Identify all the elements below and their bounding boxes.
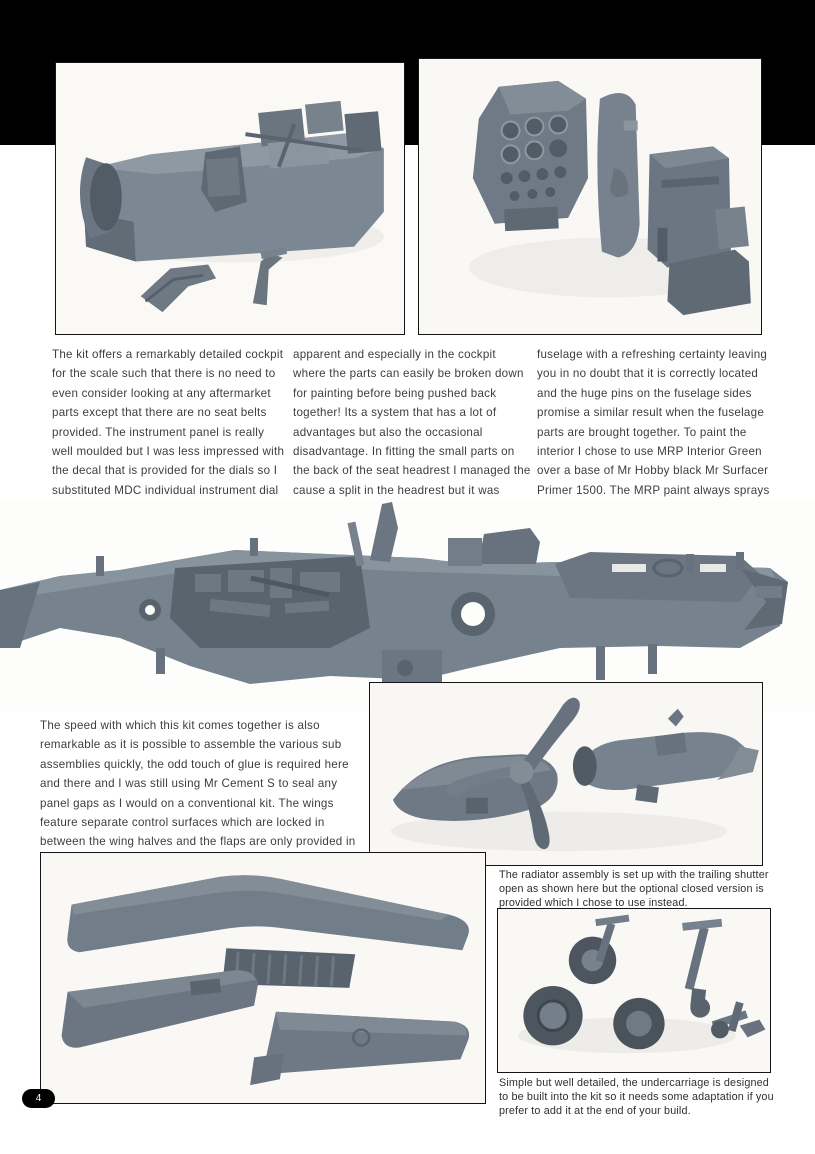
fuselage-sprue-illustration xyxy=(0,498,815,712)
page-number: 4 xyxy=(35,1093,42,1104)
speed-paragraph: The speed with which this kit comes toge… xyxy=(40,719,356,868)
undercarriage-photo xyxy=(497,908,771,1073)
cockpit-assembly-photo xyxy=(55,62,405,335)
undercarriage-illustration xyxy=(498,909,770,1072)
page-number-badge: 4 xyxy=(22,1089,55,1108)
fuselage-halves-illustration xyxy=(371,683,761,865)
wings-photo xyxy=(40,852,486,1104)
fuselage-halves-photo xyxy=(369,682,763,866)
wings-illustration xyxy=(41,853,485,1103)
radiator-caption: The radiator assembly is set up with the… xyxy=(499,869,769,909)
fuselage-sprue-photo xyxy=(0,498,815,712)
undercarriage-caption: Simple but well detailed, the undercarri… xyxy=(499,1077,774,1117)
instrument-panel-photo xyxy=(418,58,762,335)
instrument-panel-illustration xyxy=(419,59,761,334)
cockpit-assembly-illustration xyxy=(56,63,404,334)
